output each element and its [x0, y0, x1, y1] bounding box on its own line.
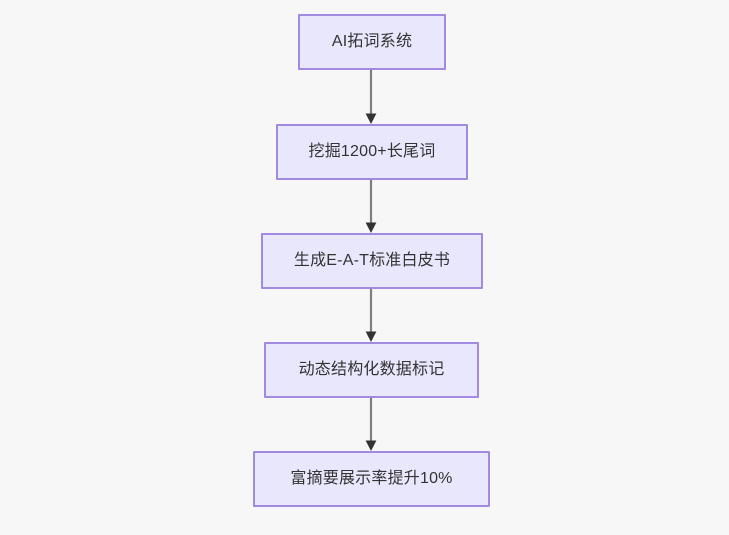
flow-node-dynamic-structured-data-markup[interactable]: 动态结构化数据标记 — [264, 342, 479, 398]
flow-node-label: 挖掘1200+长尾词 — [308, 143, 436, 161]
flow-node-label: 生成E-A-T标准白皮书 — [293, 252, 451, 270]
flow-node-generate-eat-whitepaper[interactable]: 生成E-A-T标准白皮书 — [261, 233, 483, 289]
flow-node-mine-longtail-keywords[interactable]: 挖掘1200+长尾词 — [276, 124, 468, 180]
edge-n1-n2 — [365, 70, 377, 124]
flow-node-rich-snippet-impression-lift[interactable]: 富摘要展示率提升10% — [253, 451, 490, 507]
flow-node-label: AI拓词系统 — [331, 33, 413, 51]
flow-node-ai-keyword-system[interactable]: AI拓词系统 — [298, 14, 446, 70]
edge-n3-n4 — [365, 289, 377, 342]
flow-node-label: 动态结构化数据标记 — [298, 361, 445, 379]
edge-n2-n3 — [365, 180, 377, 233]
flow-node-label: 富摘要展示率提升10% — [290, 470, 453, 488]
edge-n4-n5 — [365, 398, 377, 451]
